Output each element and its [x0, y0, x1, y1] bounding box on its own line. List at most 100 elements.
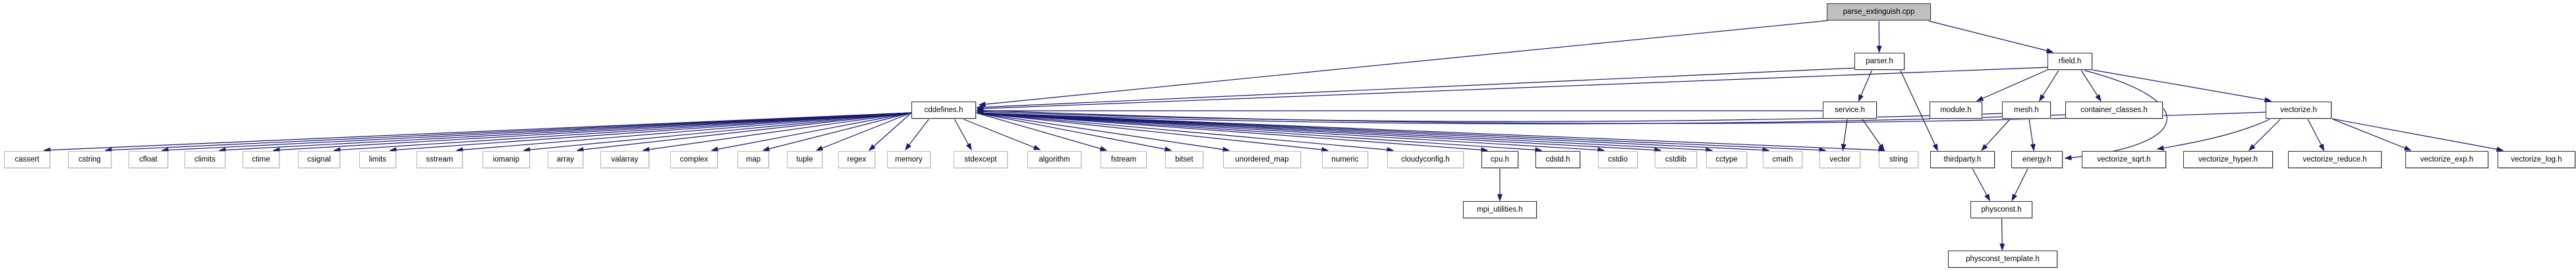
edge-cddefines-h-to-fstream [975, 112, 1108, 152]
node-fstream: fstream [1101, 151, 1147, 168]
root-node-parse-extinguish-cpp[interactable]: parse_extinguish.cpp [1827, 3, 1931, 20]
node-thirdparty-h[interactable]: thirdparty.h [1930, 151, 1995, 168]
edge-cddefines-h-to-regex [868, 112, 912, 151]
edge-rfield-h-to-mesh-h [2038, 69, 2060, 102]
edge-cddefines-h-to-map [762, 112, 912, 152]
edge-cddefines-h-to-limits [389, 112, 912, 153]
node-cstdlib: cstdlib [1655, 151, 1697, 168]
edge-cddefines-h-to-tuple [815, 112, 912, 151]
node-energy-h[interactable]: energy.h [2011, 151, 2063, 168]
node-map: map [737, 151, 769, 168]
edge-cddefines-h-to-cfloat [161, 112, 912, 153]
node-module-h[interactable]: module.h [1930, 102, 1982, 119]
edge-rfield-h-to-module-h [1976, 69, 2048, 102]
edge-cddefines-h-to-cassert [43, 112, 912, 153]
edge-parser-h-to-cddefines-h [976, 67, 1858, 110]
node-climits: climits [185, 151, 225, 168]
node-cddefines-h[interactable]: cddefines.h [911, 102, 976, 119]
node-vector: vector [1819, 151, 1860, 168]
edge-cddefines-h-to-csignal [333, 112, 912, 153]
node-array: array [548, 151, 583, 168]
edge-cddefines-h-to-cdstd-h [975, 112, 1543, 153]
node-cctype: cctype [1706, 151, 1747, 168]
edge-cddefines-h-to-bitset [975, 112, 1172, 152]
edge-vectorize-h-to-vectorize-hyper-h [2248, 118, 2281, 152]
node-regex: regex [838, 151, 875, 168]
node-container-classes-h[interactable]: container_classes.h [2065, 102, 2163, 119]
edge-cddefines-h-to-cmath [975, 112, 1770, 153]
node-vectorize-reduce-h[interactable]: vectorize_reduce.h [2288, 151, 2382, 168]
edge-cddefines-h-to-vector [975, 112, 1827, 153]
edge-rfield-h-to-container-classes-h [2080, 69, 2102, 102]
node-algorithm: algorithm [1027, 151, 1081, 168]
edge-cddefines-h-to-cstring [104, 112, 912, 153]
node-unordered-map: unordered_map [1223, 151, 1301, 168]
node-vectorize-sqrt-h[interactable]: vectorize_sqrt.h [2082, 151, 2166, 168]
edge-cddefines-h-to-complex [710, 112, 912, 152]
node-cpu-h[interactable]: cpu.h [1481, 151, 1518, 168]
edge-cddefines-h-to-array [576, 112, 912, 152]
node-csignal: csignal [298, 151, 340, 168]
edge-energy-h-to-physconst-h [2011, 167, 2029, 202]
node-memory: memory [887, 151, 930, 168]
edge-rfield-h-to-vectorize-h [2092, 69, 2272, 103]
edge-vectorize-h-to-vectorize-reduce-h [2307, 118, 2325, 152]
edge-mesh-h-to-thirdparty-h [1981, 118, 2011, 152]
node-vectorize-exp-h[interactable]: vectorize_exp.h [2405, 151, 2488, 168]
edge-cddefines-h-to-cstdio [975, 112, 1605, 153]
node-cloudyconfig-h: cloudyconfig.h [1387, 151, 1464, 168]
edge-cddefines-h-to-stdexcept [954, 118, 972, 151]
edge-cddefines-h-to-cctype [975, 112, 1713, 153]
edge-cddefines-h-to-cloudyconfig-h [975, 112, 1394, 153]
node-sstream: sstream [416, 151, 463, 168]
edge-parser-h-to-thirdparty-h [1899, 69, 1938, 152]
node-service-h[interactable]: service.h [1823, 102, 1877, 119]
node-iomanip: iomanip [482, 151, 530, 168]
edge-vectorize-h-to-vectorize-log-h [2331, 118, 2504, 152]
edge-cddefines-h-to-cpu-h [975, 112, 1489, 153]
node-mpi-utilities-h[interactable]: mpi_utilities.h [1463, 201, 1537, 218]
node-vectorize-log-h[interactable]: vectorize_log.h [2498, 151, 2575, 168]
node-tuple: tuple [787, 151, 822, 168]
edge-parser-h-to-service-h [1858, 69, 1873, 102]
node-cstdio: cstdio [1598, 151, 1638, 168]
node-cdstd-h[interactable]: cdstd.h [1535, 151, 1580, 168]
edge-cddefines-h-to-unordered-map [975, 112, 1230, 152]
edge-cddefines-h-to-sstream [455, 112, 912, 153]
edge-mesh-h-to-energy-h [2028, 118, 2036, 152]
node-limits: limits [359, 151, 396, 168]
node-string: string [1879, 151, 1918, 168]
node-ctime: ctime [243, 151, 279, 168]
edge-cddefines-h-to-valarray [642, 112, 912, 152]
edge-service-h-to-vector [1841, 118, 1848, 152]
edge-parse-extinguish-cpp-to-rfield-h [1926, 20, 2054, 53]
edge-cddefines-h-to-numeric [975, 112, 1329, 152]
edge-cddefines-h-to-memory [905, 118, 930, 151]
node-physconst-template-h[interactable]: physconst_template.h [1948, 251, 2057, 268]
node-valarray: valarray [600, 151, 649, 168]
edge-parse-extinguish-cpp-to-cddefines-h [978, 20, 1830, 107]
node-parser-h[interactable]: parser.h [1854, 53, 1904, 70]
node-vectorize-h[interactable]: vectorize.h [2266, 102, 2332, 119]
edge-cddefines-h-to-cstdlib [975, 112, 1662, 153]
edge-container-classes-h-to-cddefines-h [976, 110, 2067, 125]
node-bitset: bitset [1165, 151, 1203, 168]
node-numeric: numeric [1322, 151, 1368, 168]
edge-thirdparty-h-to-physconst-h [1972, 167, 1991, 202]
node-cassert: cassert [4, 151, 50, 168]
node-rfield-h[interactable]: rfield.h [2047, 53, 2092, 70]
edge-rfield-h-to-cddefines-h [976, 67, 2050, 111]
edge-cddefines-h-to-string [975, 112, 1886, 153]
edge-cddefines-h-to-iomanip [523, 112, 912, 153]
node-physconst-h[interactable]: physconst.h [1970, 201, 2032, 218]
node-complex: complex [670, 151, 718, 168]
node-cstring: cstring [68, 151, 111, 168]
edge-cddefines-h-to-climits [218, 112, 912, 153]
edge-physconst-h-to-physconst-template-h [1999, 218, 2005, 251]
node-mesh-h[interactable]: mesh.h [2002, 102, 2051, 119]
node-cfloat: cfloat [129, 151, 168, 168]
node-cmath: cmath [1763, 151, 1802, 168]
node-vectorize-hyper-h[interactable]: vectorize_hyper.h [2183, 151, 2273, 168]
